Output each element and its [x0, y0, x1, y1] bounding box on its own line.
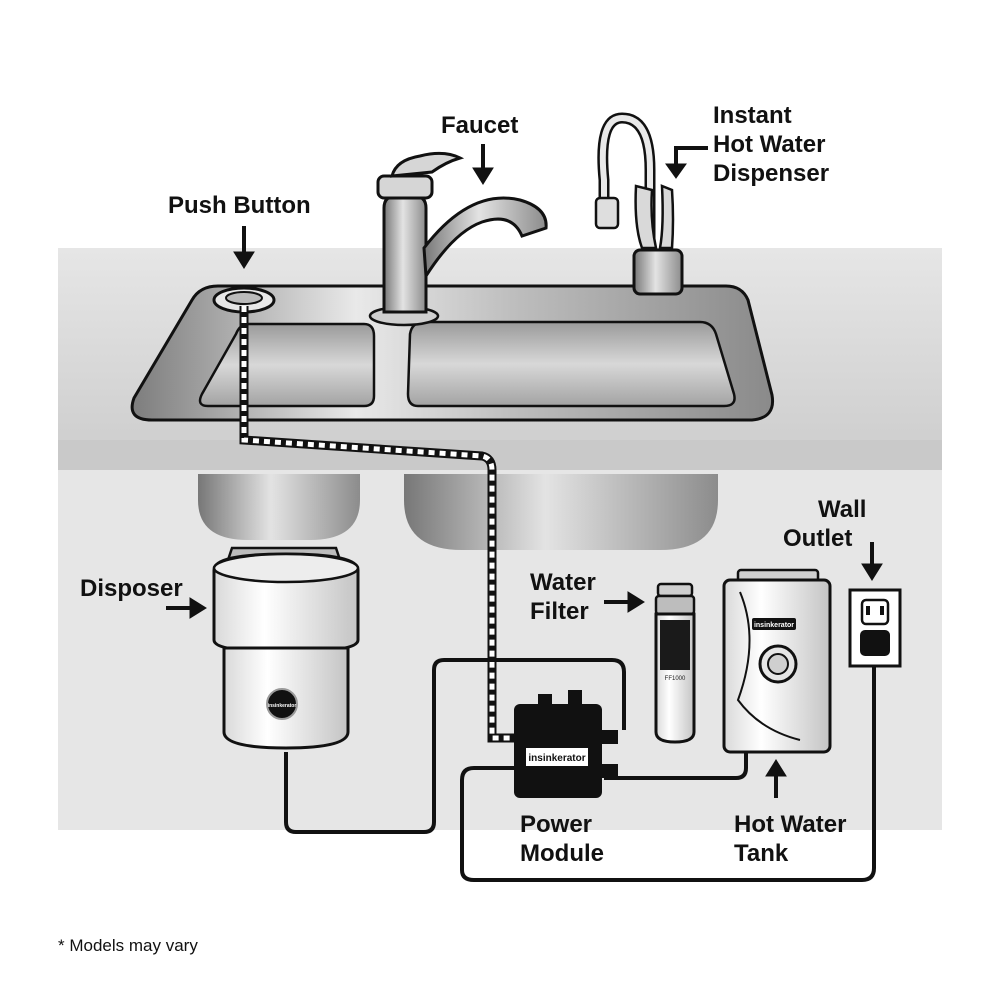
svg-text:insinkerator: insinkerator — [268, 703, 297, 709]
right-arrow-icon — [166, 597, 207, 619]
power-module-label-1: Power — [520, 811, 592, 838]
faucet-label: Faucet — [441, 112, 518, 139]
disposer-unit[interactable]: insinkerator — [212, 546, 360, 750]
svg-text:insinkerator: insinkerator — [754, 622, 794, 629]
down-arrow-icon — [233, 226, 255, 269]
instant-hot-water-dispenser-label-1: Instant — [713, 102, 792, 129]
water-filter-unit[interactable]: FF1000 — [654, 582, 696, 744]
water-filter-label-2: Filter — [530, 598, 589, 625]
down-arrow-icon — [861, 542, 883, 581]
up-arrow-icon — [765, 759, 787, 798]
brand-logo — [752, 618, 796, 630]
wall-outlet-icon[interactable] — [848, 588, 902, 668]
push-button-device[interactable] — [212, 286, 276, 314]
right-bowl-underside — [404, 474, 718, 550]
countertop-edge — [58, 440, 942, 470]
hot-water-tank-label-2: Tank — [734, 840, 789, 867]
push-button-label: Push Button — [168, 192, 311, 219]
left-arrow-icon — [665, 146, 708, 179]
faucet-fixture[interactable] — [368, 151, 548, 327]
pneumatic-air-line — [239, 306, 520, 743]
power-module-label-2: Module — [520, 840, 604, 867]
hot-water-tank-label-1: Hot Water — [734, 811, 846, 838]
wall-outlet-label-1: Wall — [818, 496, 866, 523]
hot-water-tank-unit[interactable]: insinkerator — [722, 568, 832, 754]
models-may-vary-footnote: * Models may vary — [58, 936, 198, 955]
power-module-unit[interactable]: insinkerator — [514, 690, 618, 798]
svg-text:insinkerator: insinkerator — [528, 753, 585, 764]
brand-logo — [266, 688, 298, 720]
right-basin — [406, 320, 736, 408]
power-cords — [284, 656, 876, 882]
svg-text:FF1000: FF1000 — [665, 676, 686, 682]
down-arrow-icon — [472, 144, 494, 185]
brand-logo — [526, 748, 588, 766]
left-bowl-underside — [198, 474, 360, 540]
instant-hot-water-dispenser-label-3: Dispenser — [713, 160, 829, 187]
wall-outlet-label-2: Outlet — [783, 525, 852, 552]
instant-hot-water-dispenser-label-2: Hot Water — [713, 131, 825, 158]
water-filter-label-1: Water — [530, 569, 596, 596]
right-arrow-icon — [604, 591, 645, 613]
instant-hot-water-dispenser-fixture[interactable] — [594, 112, 684, 296]
disposer-label: Disposer — [80, 575, 183, 602]
